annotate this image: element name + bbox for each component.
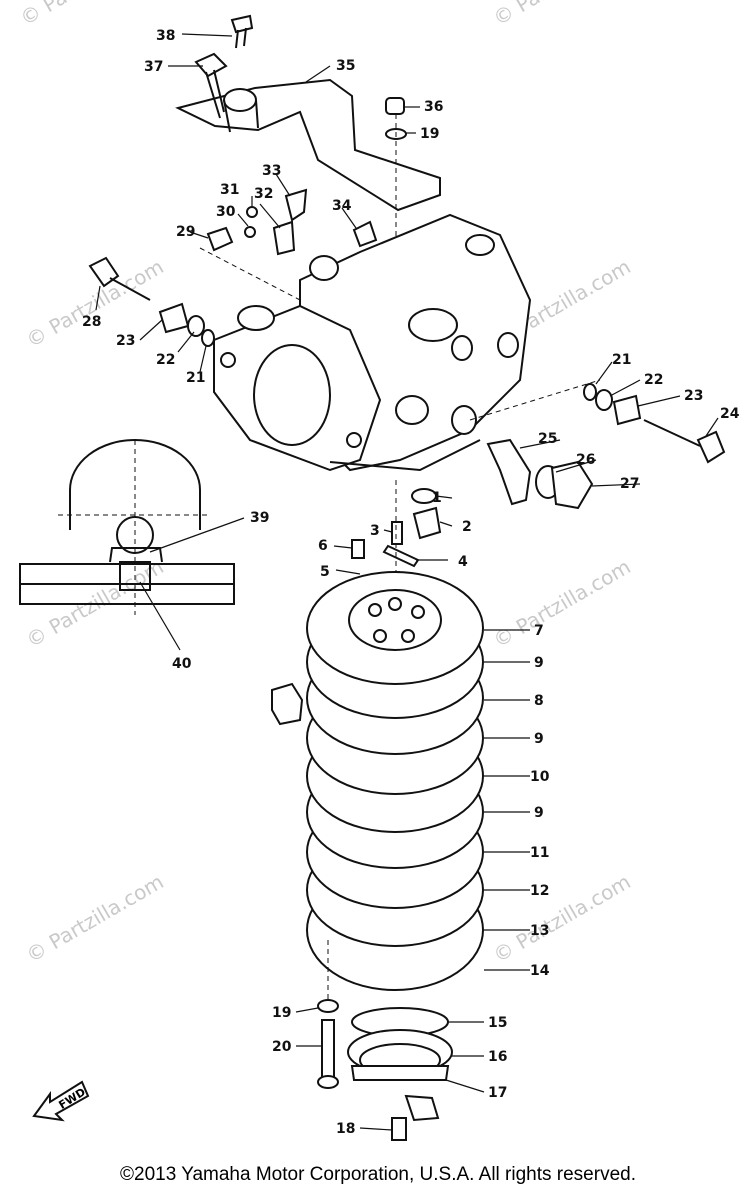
callout-label: 35 [336,58,355,74]
copyright-notice: ©2013 Yamaha Motor Corporation, U.S.A. A… [120,1164,636,1185]
callout-label: 28 [82,314,101,330]
callout-label: 19 [420,126,439,142]
callout-label: 8 [534,693,544,709]
callout-label: 32 [254,186,273,202]
screw-part [385,97,407,300]
callout-label: 19 [272,1005,291,1021]
callout-label: 40 [172,656,192,672]
callout-label: 39 [250,510,269,526]
bottom-cover-parts [317,940,453,1141]
callout-label: 26 [576,452,595,468]
carburetor-exploded-diagram: FWD [19,14,740,1141]
callout-labels: 1 2 3 4 5 6 7 8 9 9 9 10 11 12 13 14 15 … [82,28,740,1137]
inset-detail [19,439,235,615]
callout-label: 4 [458,554,468,570]
screw-part [199,188,378,301]
callout-label: 13 [530,923,549,939]
callout-label: 25 [538,431,557,447]
callout-label: 21 [612,352,631,368]
callout-label: 2 [462,519,472,535]
callout-label: 22 [644,372,663,388]
needle-valve-parts [351,480,442,600]
callout-label: 23 [684,388,703,404]
callout-label: 24 [720,406,740,422]
plate-stack [271,571,484,991]
callout-label: 17 [488,1085,507,1101]
callout-label: 15 [488,1015,507,1031]
callout-label: 20 [272,1039,292,1055]
callout-label: 6 [318,538,328,554]
leader-lines [95,33,719,1131]
callout-label: 22 [156,352,175,368]
callout-label: 38 [156,28,175,44]
callout-label: 7 [534,623,544,639]
callout-label: 5 [320,564,330,580]
callout-label: 3 [370,523,380,539]
callout-label: 18 [336,1121,355,1137]
callout-label: 31 [220,182,239,198]
callout-label: 34 [332,198,352,214]
callout-label: 10 [530,769,550,785]
callout-label: 36 [424,99,443,115]
adjust-screw-left [88,256,215,347]
callout-label: 11 [530,845,549,861]
callout-label: 37 [144,59,163,75]
callout-label: 30 [216,204,236,220]
callout-label: 9 [534,805,544,821]
carburetor-body [213,213,532,472]
throttle-lever [486,438,594,510]
callout-label: 27 [620,476,639,492]
callout-label: 16 [488,1049,507,1065]
callout-label: 1 [432,490,442,506]
callout-label: 23 [116,333,135,349]
callout-label: 29 [176,224,195,240]
callout-label: 9 [534,655,544,671]
adjust-screw-right [469,379,726,464]
forward-arrow: FWD [32,1080,90,1122]
callout-label: 9 [534,731,544,747]
callout-label: 21 [186,370,205,386]
callout-label: 12 [530,883,549,899]
callout-label: 33 [262,163,281,179]
bracket-part [175,78,441,212]
callout-label: 14 [530,963,550,979]
screw-part [194,14,254,119]
